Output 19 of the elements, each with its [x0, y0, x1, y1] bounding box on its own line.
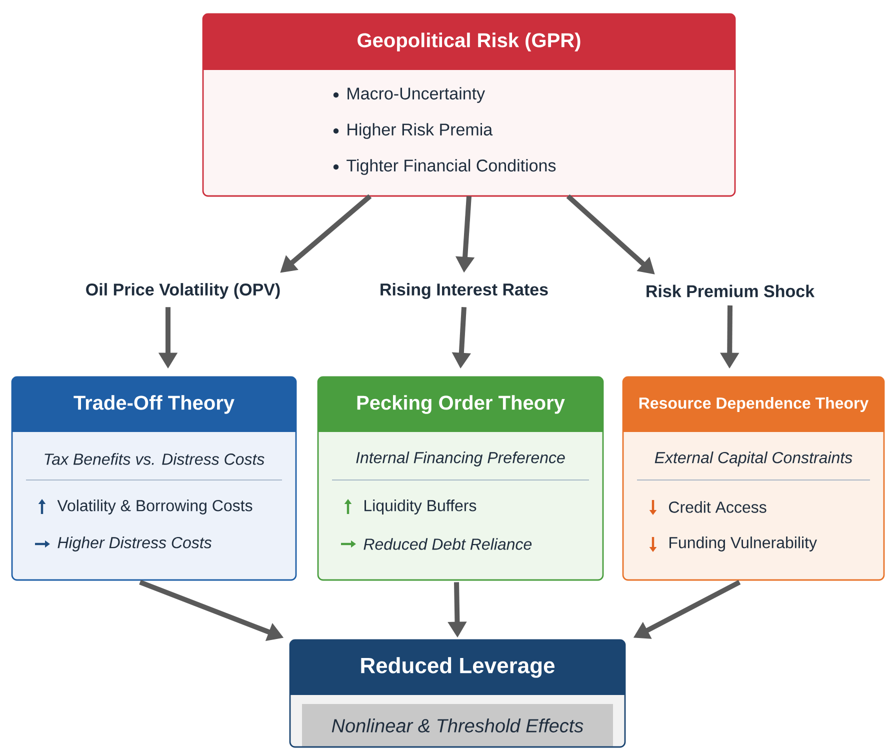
subtitle: External Capital Constraints: [654, 452, 852, 466]
subtitle: Internal Financing Preference: [356, 452, 565, 466]
list-item: Higher Distress Costs: [35, 536, 212, 552]
box-title: Geopolitical Risk (GPR): [358, 32, 580, 52]
box-title: Pecking Order Theory: [357, 395, 565, 414]
step-label: Rising Interest Rates: [380, 283, 548, 299]
box-title: Reduced Leverage: [361, 657, 555, 678]
subtitle: Nonlinear & Threshold Effects: [332, 718, 584, 732]
list-item: Volatility & Borrowing Costs: [38, 499, 252, 514]
box-title: Resource Dependence Theory: [639, 397, 869, 412]
list-item: Tighter Financial Conditions: [333, 159, 556, 175]
step-label: Risk Premium Shock: [646, 284, 815, 298]
list-item: Liquidity Buffers: [344, 499, 476, 514]
list-item: Higher Risk Premia: [333, 123, 493, 139]
subtitle: Tax Benefits vs. Distress Costs: [44, 453, 264, 465]
step-label: Oil Price Volatility (OPV): [86, 283, 280, 299]
list-item: Reduced Debt Reliance: [341, 538, 532, 550]
list-item: Macro-Uncertainty: [333, 87, 486, 103]
box-title: Trade-Off Theory: [74, 395, 234, 414]
